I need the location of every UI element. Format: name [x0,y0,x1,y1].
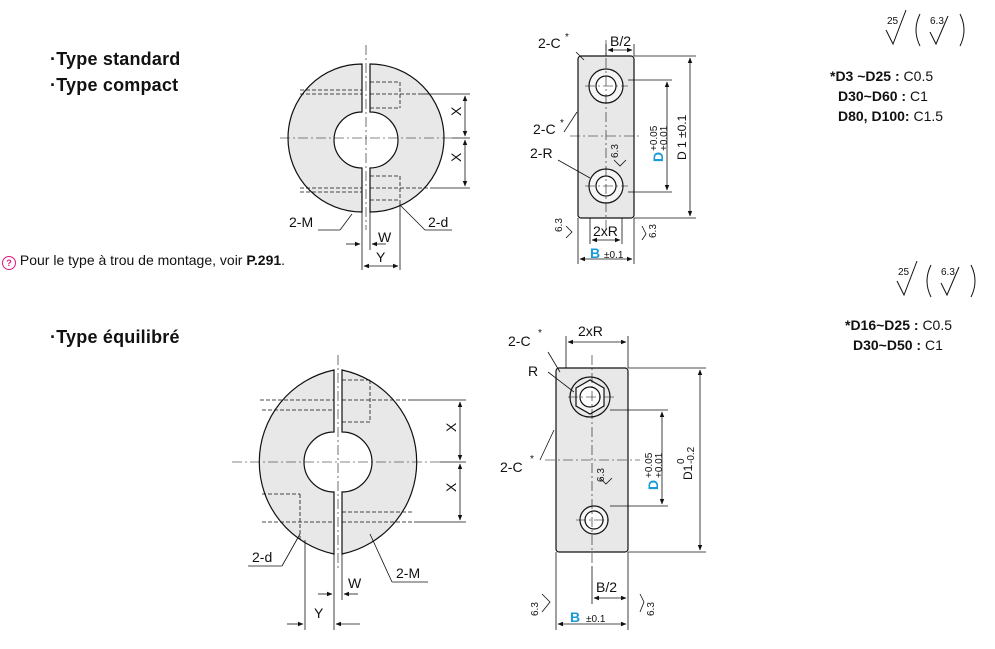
label-x: X [443,482,459,492]
svg-text:D: D [650,152,666,162]
svg-text:25: 25 [898,267,910,278]
label-2-c: 2-C [500,459,523,475]
mounting-hole-note: ? Pour le type à trou de montage, voir P… [2,252,285,270]
svg-text:6.3: 6.3 [930,16,944,27]
svg-text:6.3: 6.3 [648,224,659,238]
svg-text:±0.1: ±0.1 [604,250,624,261]
label-y: Y [314,605,324,621]
label-w: W [348,575,362,591]
svg-text:*: * [565,32,569,43]
note-page-ref: P.291 [246,252,282,268]
note-text: Pour le type à trou de montage, voir [19,252,247,268]
label-2xr: 2xR [593,223,618,239]
svg-text:D1: D1 [681,464,695,480]
title-type-standard: ·Type standard [50,49,181,69]
chamfer-row: D30~D50 : C1 [853,337,943,353]
svg-text:*: * [560,118,564,129]
label-2-m: 2-M [396,565,420,581]
svg-text:25: 25 [887,16,899,27]
label-2-c: 2-C [538,35,561,51]
label-2-d: 2-d [428,214,448,230]
svg-text:6.3: 6.3 [646,602,657,616]
label-x: X [448,106,464,116]
ring-view-standard [280,45,452,230]
label-b-half: B/2 [596,579,617,595]
chamfer-row: D80, D100: C1.5 [838,108,944,124]
chamfer-table-top: *D3 ~D25 : C0.5 D30~D60 : C1 D80, D100: … [830,66,970,126]
svg-text:+0.01: +0.01 [659,125,670,151]
block-view-standard [570,40,640,232]
chamfer-row: *D3 ~D25 : C0.5 [830,68,934,84]
label-2-c: 2-C [508,333,531,349]
ring-view-balanced [232,355,440,570]
svg-text:D: D [645,480,661,490]
label-b-half: B/2 [610,33,631,49]
dim-d1-top: D 1 ±0.1 [675,114,689,160]
title-type-balanced: ·Type équilibré [50,327,180,347]
svg-text:+0.05: +0.05 [649,125,660,151]
label-b: B [570,609,580,625]
label-2xr: 2xR [578,323,603,339]
svg-text:6.3: 6.3 [941,267,955,278]
svg-text:6.3: 6.3 [530,602,541,616]
block-view-balanced [545,355,640,566]
svg-text:*: * [538,328,542,339]
label-2-m: 2-M [289,214,313,230]
roughness-symbol-bottom: 25 6.3 [896,260,976,298]
label-x: X [443,422,459,432]
chamfer-row: D30~D60 : C1 [838,88,928,104]
label-2-c: 2-C [533,121,556,137]
svg-text:6.3: 6.3 [610,144,621,158]
info-icon: ? [2,256,16,270]
label-2-r: 2-R [530,145,553,161]
svg-text:±0.1: ±0.1 [586,614,606,625]
title-type-compact: ·Type compact [50,75,179,95]
dim-x-top [420,93,470,189]
svg-text:0: 0 [676,458,687,464]
svg-text:6.3: 6.3 [596,468,607,482]
svg-text:-0.2: -0.2 [686,446,697,464]
chamfer-row: *D16~D25 : C0.5 [845,317,953,333]
svg-text:6.3: 6.3 [554,218,565,232]
label-x: X [448,152,464,162]
label-b: B [590,245,600,261]
chamfer-table-bottom: *D16~D25 : C0.5 D30~D50 : C1 [845,315,985,355]
dim-d-bottom: D +0.05 +0.01 [644,452,665,490]
label-y: Y [376,249,386,265]
svg-text:+0.01: +0.01 [654,452,665,478]
dim-d-top: D +0.05 +0.01 [649,125,670,162]
svg-text:*: * [530,454,534,465]
dim-d1-bottom: D1 0 -0.2 [676,446,697,480]
roughness-symbol-top: 25 6.3 [885,9,965,47]
label-r: R [528,363,538,379]
label-w: W [378,229,392,245]
svg-text:+0.05: +0.05 [644,452,655,478]
label-2-d: 2-d [252,549,272,565]
